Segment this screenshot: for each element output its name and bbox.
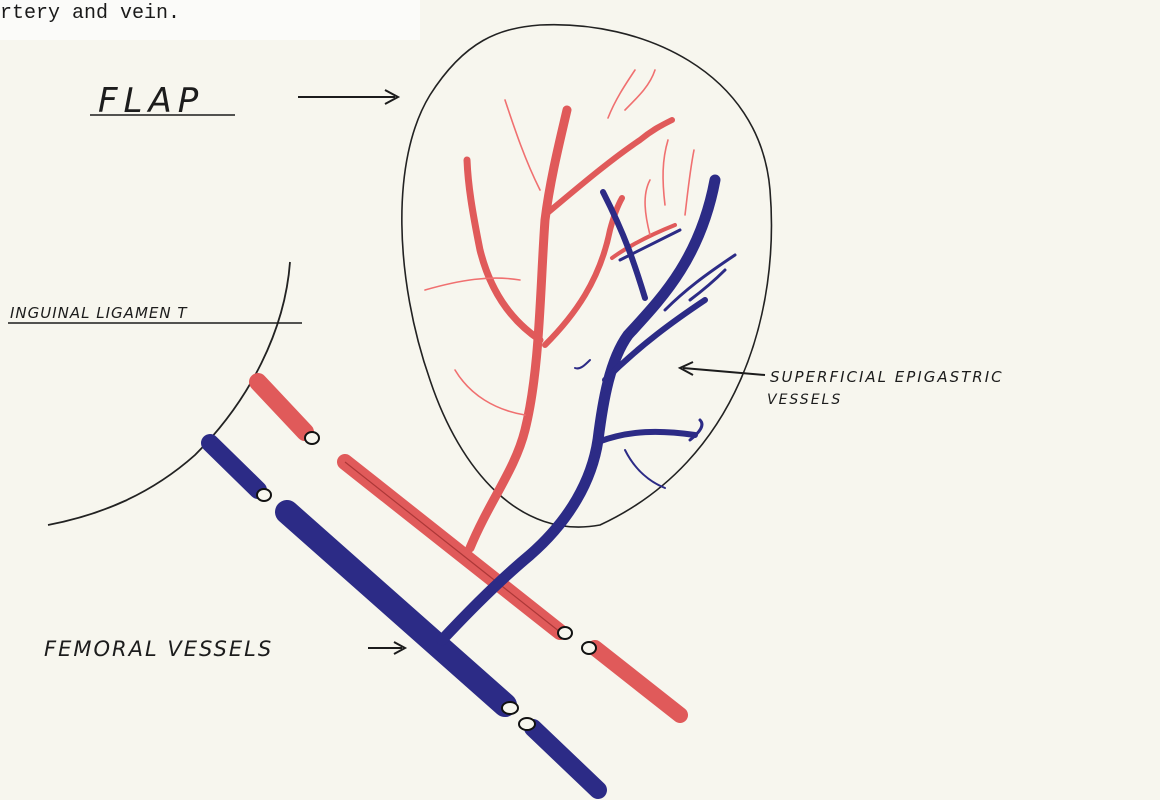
flap-arrow [298,90,398,104]
inguinal-ligament-label: INGUINAL LIGAMEN T [10,304,188,322]
superficial-epigastric-label-line2: VESSELS [767,392,842,408]
epigastric-arrow [680,362,765,375]
superficial-epigastric-label-line1: SUPERFICIAL EPIGASTRIC [770,368,1004,386]
femoral-artery [345,462,680,715]
artery-stump [258,382,319,444]
femoral-vein [287,512,598,790]
flap-outline [402,25,772,527]
femoral-arrow [368,642,405,654]
vein-stump [210,443,271,501]
femoral-vessels-label: FEMORAL VESSELS [44,637,273,661]
